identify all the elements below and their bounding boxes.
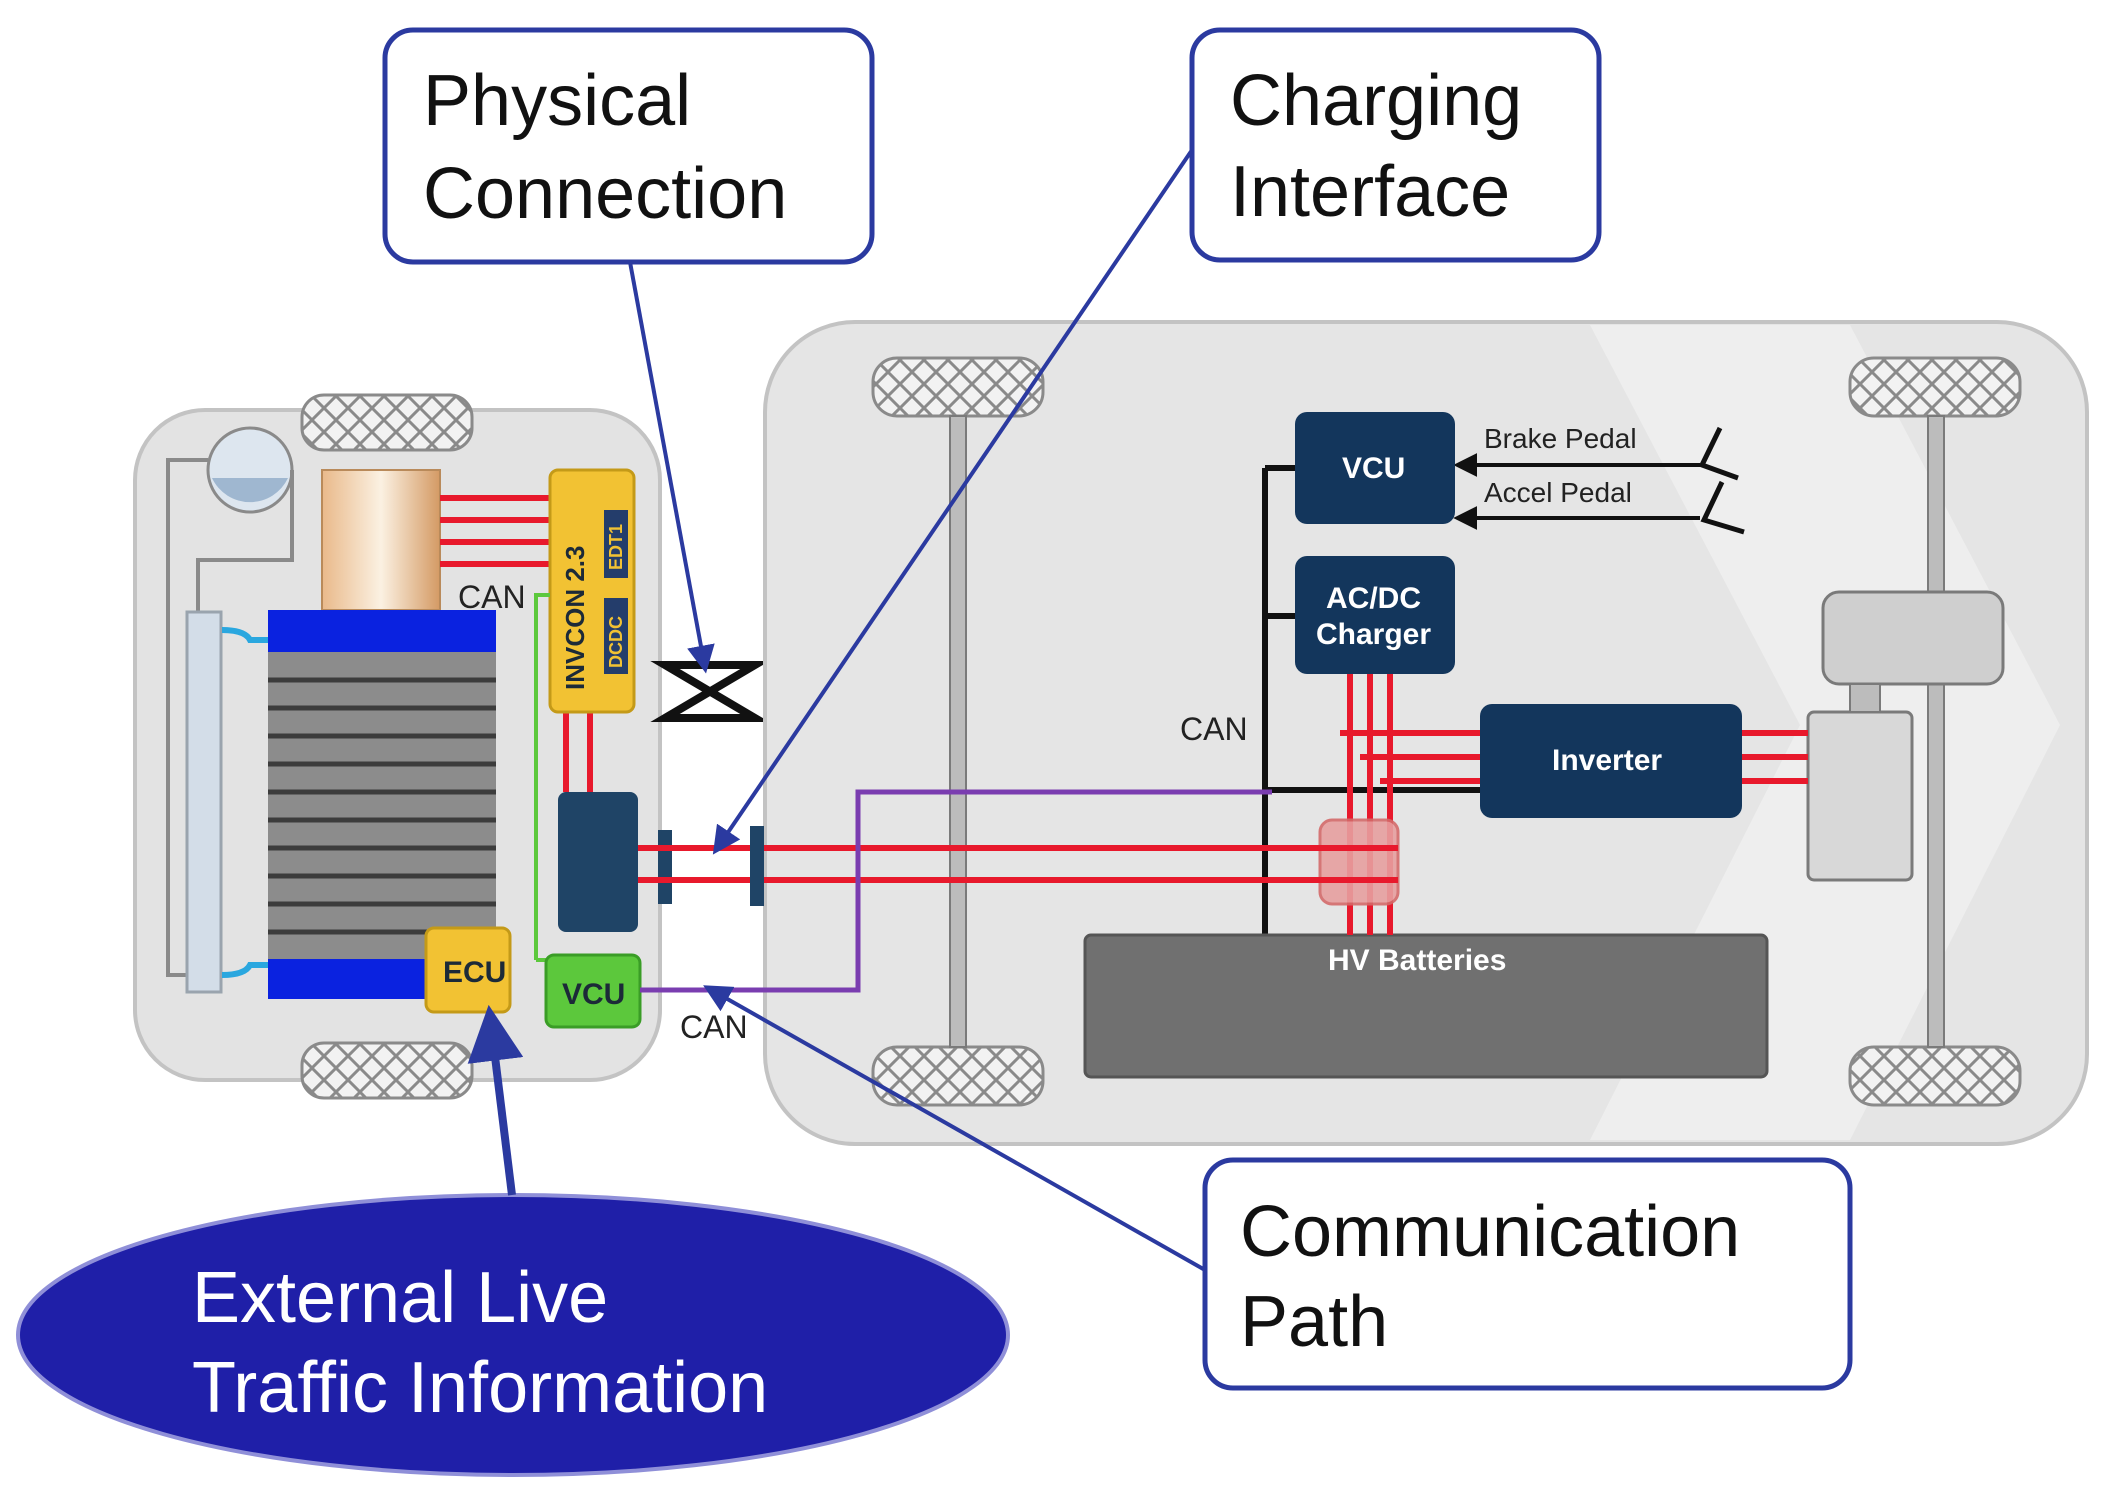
external-traffic-pointer xyxy=(467,1004,524,1196)
physical-coupling-icon xyxy=(650,661,770,722)
tractor-hv-lines xyxy=(440,495,593,792)
accel-pedal-icon xyxy=(1700,480,1745,535)
charger-label-line2: Charger xyxy=(1316,618,1431,651)
brake-pedal-label: Brake Pedal xyxy=(1484,423,1637,454)
hv-battery-label: HV Batteries xyxy=(1328,944,1506,977)
coolant-pipe xyxy=(166,458,294,977)
coolant-hose-top xyxy=(221,627,268,643)
ecu-label: ECU xyxy=(443,956,506,989)
charging-interface-pointer xyxy=(712,148,1194,855)
inverter-box xyxy=(1480,704,1742,818)
communication-path-pointer xyxy=(703,985,1206,1272)
tractor-unit: INVCON 2.3 EDT1 DCDC CAN ECU VCU xyxy=(133,393,672,1100)
communication-path-line2: Path xyxy=(1240,1282,1388,1362)
trailer-rear-axle xyxy=(1927,415,1945,1048)
physical-connection-line2: Connection xyxy=(423,154,787,234)
charger-box xyxy=(1295,556,1455,674)
external-traffic-line1: External Live xyxy=(192,1258,608,1338)
communication-path-callout xyxy=(1202,1157,1853,1391)
tractor-wheel-bottom xyxy=(300,1041,474,1100)
hv-link xyxy=(638,845,1398,883)
battery-top-cap xyxy=(268,610,496,652)
tractor-vcu-label: VCU xyxy=(562,978,625,1011)
trailer-can-label: CAN xyxy=(1180,711,1248,747)
physical-connection-callout xyxy=(382,27,875,265)
physical-connection-pointer xyxy=(628,261,715,674)
battery-bottom-cap xyxy=(268,959,428,999)
tractor-power-module xyxy=(558,792,638,932)
charger-label-line1: AC/DC xyxy=(1326,582,1421,615)
edt-label: EDT1 xyxy=(606,524,626,570)
accel-pedal-label: Accel Pedal xyxy=(1484,477,1632,508)
charging-interface-line1: Charging xyxy=(1230,61,1522,141)
tractor-motor xyxy=(321,469,441,611)
trailer-wheel-rear-bottom xyxy=(1848,1045,2022,1107)
trailer-connector xyxy=(750,826,764,906)
hv-battery-box xyxy=(1083,933,1769,1079)
inverter-label: Inverter xyxy=(1552,744,1662,777)
coolant-hose-bottom xyxy=(221,962,268,978)
tractor-wheel-top xyxy=(300,393,474,452)
drive-motor-housing xyxy=(1821,590,2005,686)
trailer-unit: CAN Brake Pedal Accel Pedal VCU AC/DC Ch… xyxy=(763,320,2089,1146)
communication-path-line1: Communication xyxy=(1240,1192,1740,1272)
tractor-can-top-label: CAN xyxy=(458,579,526,615)
radiator xyxy=(185,610,223,994)
coolant-tank-level xyxy=(212,478,288,503)
trailer-wheel-rear-top xyxy=(1848,356,2022,418)
dcdc-chip xyxy=(604,598,628,674)
battery-stack xyxy=(268,652,496,959)
charging-interface-callout xyxy=(1189,27,1602,263)
brake-pedal-icon xyxy=(1698,426,1739,481)
trailer-vcu-label: VCU xyxy=(1342,452,1405,485)
tractor-connector xyxy=(658,830,672,904)
external-traffic-line2: Traffic Information xyxy=(192,1348,768,1428)
edt-chip xyxy=(604,510,628,578)
junction-box xyxy=(1318,818,1400,906)
trailer-vcu-box xyxy=(1295,412,1455,524)
charging-interface-line2: Interface xyxy=(1230,152,1510,232)
drive-motor-shaft xyxy=(1849,683,1881,713)
pedal-signals xyxy=(1453,453,1700,530)
dcdc-label: DCDC xyxy=(606,616,626,668)
drive-motor xyxy=(1806,710,1914,882)
physical-connection-line1: Physical xyxy=(423,61,691,141)
tractor-can-bottom-label: CAN xyxy=(680,1009,748,1045)
invcon-label: INVCON 2.3 xyxy=(560,546,590,691)
communication-link xyxy=(640,789,1272,993)
external-traffic-ellipse xyxy=(16,1193,1010,1477)
trailer-front-axle xyxy=(949,415,967,1048)
